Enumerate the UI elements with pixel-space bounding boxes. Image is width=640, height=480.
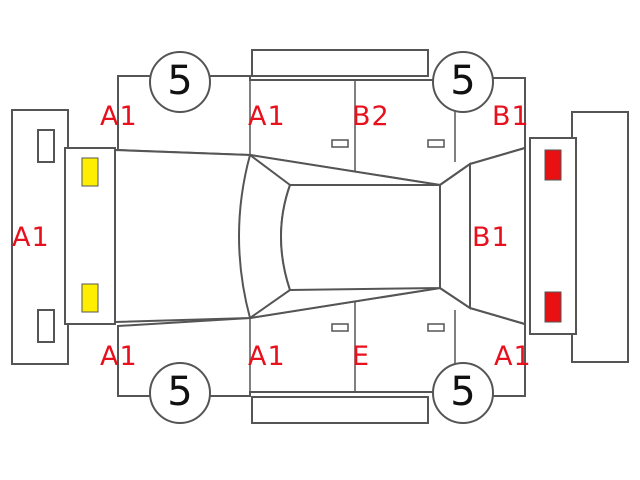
code-front-right-fender: A1 (100, 341, 138, 372)
trunk-lid (469, 146, 526, 326)
code-rear-left-quarter: B1 (492, 101, 530, 132)
rear-bumper (571, 111, 629, 363)
tire-grade-front-right: 5 (167, 369, 193, 415)
code-rear-right-quarter: A1 (494, 341, 532, 372)
code-front-bumper: A1 (12, 222, 50, 253)
code-rear-left-door: B2 (352, 101, 390, 132)
top-sill (251, 49, 429, 77)
tire-rear-right (432, 362, 494, 424)
handle-rear-left (427, 139, 445, 148)
handle-front-right (331, 323, 349, 332)
taillight-right (544, 291, 562, 323)
code-rear-right-door: E (352, 341, 371, 372)
code-front-left-fender: A1 (100, 101, 138, 132)
headlight-right (81, 283, 99, 313)
tire-grade-front-left: 5 (167, 58, 193, 104)
tire-grade-rear-left: 5 (450, 58, 476, 104)
headlight-left (81, 157, 99, 187)
handle-rear-right (427, 323, 445, 332)
tire-front-left (149, 51, 211, 113)
tire-front-right (149, 362, 211, 424)
code-front-right-door: A1 (248, 341, 286, 372)
bottom-sill (251, 396, 429, 424)
taillight-left (544, 149, 562, 181)
tire-rear-left (432, 51, 494, 113)
rear-glass (439, 162, 471, 310)
front-bumper-detail-top (37, 129, 55, 163)
roof (280, 184, 441, 292)
handle-front-left (331, 139, 349, 148)
front-bumper-detail-bottom (37, 309, 55, 343)
code-rear-glass: B1 (472, 222, 510, 253)
code-front-left-door: A1 (248, 101, 286, 132)
tire-grade-rear-right: 5 (450, 369, 476, 415)
